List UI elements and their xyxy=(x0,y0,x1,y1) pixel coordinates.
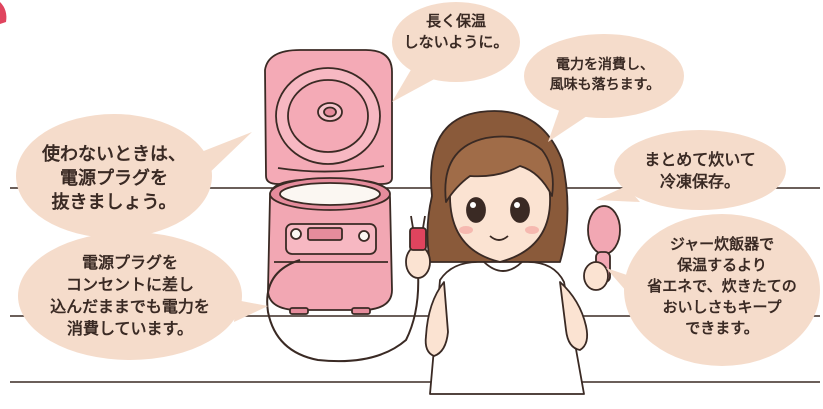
bubble-unplug-shape xyxy=(16,114,212,238)
bubble-freeze-tail xyxy=(596,186,640,202)
display-window xyxy=(307,227,343,241)
bubble-energy-line-5: できます。 xyxy=(685,319,759,337)
arm-left xyxy=(424,281,449,357)
bubble-energy-line-2: 保温するより xyxy=(677,256,767,274)
bubble-freeze: まとめて炊いて 冷凍保存。 xyxy=(636,149,764,193)
bubble-power-tail xyxy=(548,108,590,142)
eye-left xyxy=(466,197,486,223)
corner-mark-icon xyxy=(0,2,7,24)
bubble-power-line-2: 風味も落ちます。 xyxy=(549,77,661,93)
arm-right xyxy=(559,281,589,351)
plug-prong-right xyxy=(422,215,426,229)
bubble-freeze-line-1: まとめて炊いて xyxy=(644,150,756,169)
bubble-standby-line-4: 消費しています。 xyxy=(67,319,193,338)
hand-right xyxy=(583,261,609,291)
bubble-unplug-line-1: 使わないときは、 xyxy=(42,144,186,165)
bubble-energy-line-4: おいしさもキープ xyxy=(662,298,782,316)
control-button-left xyxy=(290,228,302,240)
cheek-left xyxy=(459,226,473,234)
rice-surface xyxy=(279,182,381,206)
lid-vent-core xyxy=(323,106,337,118)
bubble-energy-tail xyxy=(606,268,634,300)
eye-right xyxy=(510,197,530,223)
bubble-keep-warm-line-1: 長く保温 xyxy=(425,12,486,30)
bubble-standby-shape xyxy=(18,232,242,360)
bubble-freeze-line-2: 冷凍保存。 xyxy=(659,172,740,191)
bubble-standby-tail xyxy=(234,300,268,322)
bubble-keep-warm-tail xyxy=(392,68,440,102)
bubble-unplug-line-3: 抜きましょう。 xyxy=(51,192,177,213)
bubble-standby-line-1: 電源プラグを xyxy=(81,253,178,272)
bubble-unplug-tail xyxy=(196,132,252,178)
cooker-foot-left xyxy=(289,307,309,315)
speech-bubbles xyxy=(16,2,820,366)
bubble-standby-line-2: コンセントに差し xyxy=(65,275,194,294)
bubble-energy-line-1: ジャー炊飯器で xyxy=(669,235,775,253)
cheek-right xyxy=(525,226,539,234)
power-cord xyxy=(266,259,420,363)
bubble-keep-warm-line-2: しないように。 xyxy=(403,33,509,51)
eye-left-shine xyxy=(470,202,476,208)
bubble-unplug: 使わないときは、 電源プラグを 抜きましょう。 xyxy=(24,143,204,215)
control-button-right xyxy=(358,230,370,242)
bubble-energy-line-3: 省エネで、炊きたての xyxy=(647,277,797,295)
bubble-keep-warm: 長く保温 しないように。 xyxy=(398,11,514,53)
mouth xyxy=(489,235,509,241)
shirt xyxy=(429,261,585,395)
bubble-standby-line-3: 込んだままでも電力を xyxy=(50,297,210,316)
bubble-keep-warm-shape xyxy=(392,2,520,82)
eye-right-shine xyxy=(514,202,520,208)
cooker-foot-right xyxy=(351,307,371,315)
lid-hinge xyxy=(277,165,385,173)
girl-character xyxy=(405,110,621,395)
plug-prong-left xyxy=(410,215,414,229)
bubble-energy-saving: ジャー炊飯器で 保温するより 省エネで、炊きたての おいしさもキープ できます。 xyxy=(636,234,808,339)
rice-cooker xyxy=(264,49,393,315)
bubble-energy-shape xyxy=(624,214,820,366)
bubble-unplug-line-2: 電源プラグを xyxy=(60,168,168,189)
bubble-power-line-1: 電力を消費し、 xyxy=(556,57,654,73)
bubble-power-consumption: 電力を消費し、 風味も落ちます。 xyxy=(544,55,666,95)
rice-paddle-head xyxy=(587,205,621,255)
bubble-standby-power: 電源プラグを コンセントに差し 込んだままでも電力を 消費しています。 xyxy=(30,252,230,340)
collar xyxy=(483,261,523,272)
bubble-power-shape xyxy=(524,34,684,118)
hair-bangs xyxy=(444,135,554,203)
bubble-freeze-shape xyxy=(614,130,786,210)
power-plug xyxy=(409,227,427,251)
